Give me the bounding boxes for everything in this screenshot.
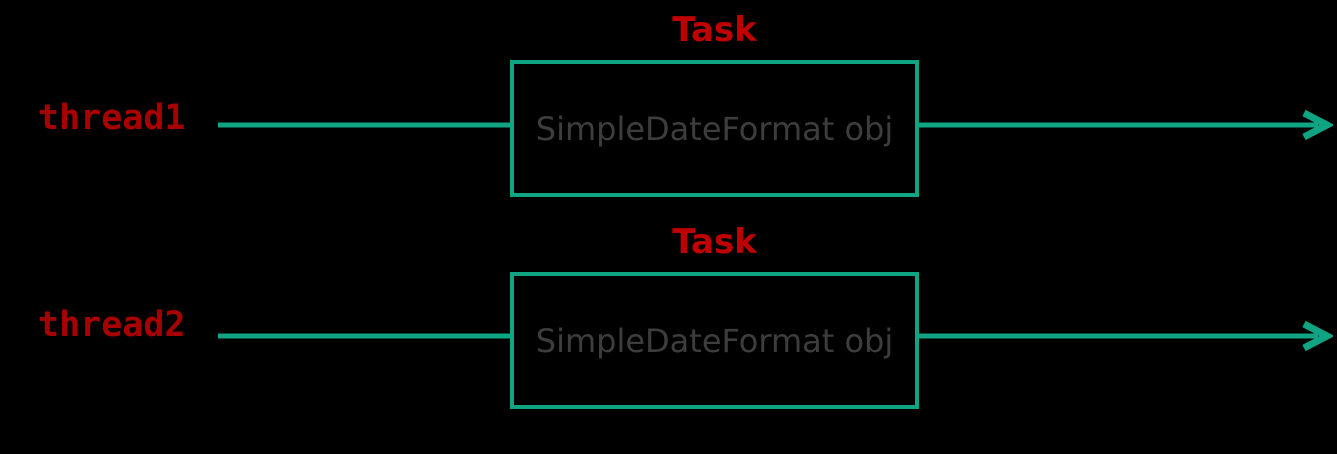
thread1-arrowhead-icon bbox=[1302, 109, 1333, 141]
thread2-arrowhead-icon bbox=[1302, 320, 1333, 352]
task2-box: SimpleDateFormat obj bbox=[510, 272, 919, 409]
task1-simpledateformat-object-label: SimpleDateFormat obj bbox=[535, 109, 894, 148]
task1-box: SimpleDateFormat obj bbox=[510, 60, 919, 197]
thread2-label: thread2 bbox=[38, 305, 186, 345]
task1-label: Task bbox=[672, 10, 757, 50]
task2-label: Task bbox=[672, 222, 757, 262]
thread1-label: thread1 bbox=[38, 98, 186, 138]
task2-simpledateformat-object-label: SimpleDateFormat obj bbox=[535, 321, 894, 360]
